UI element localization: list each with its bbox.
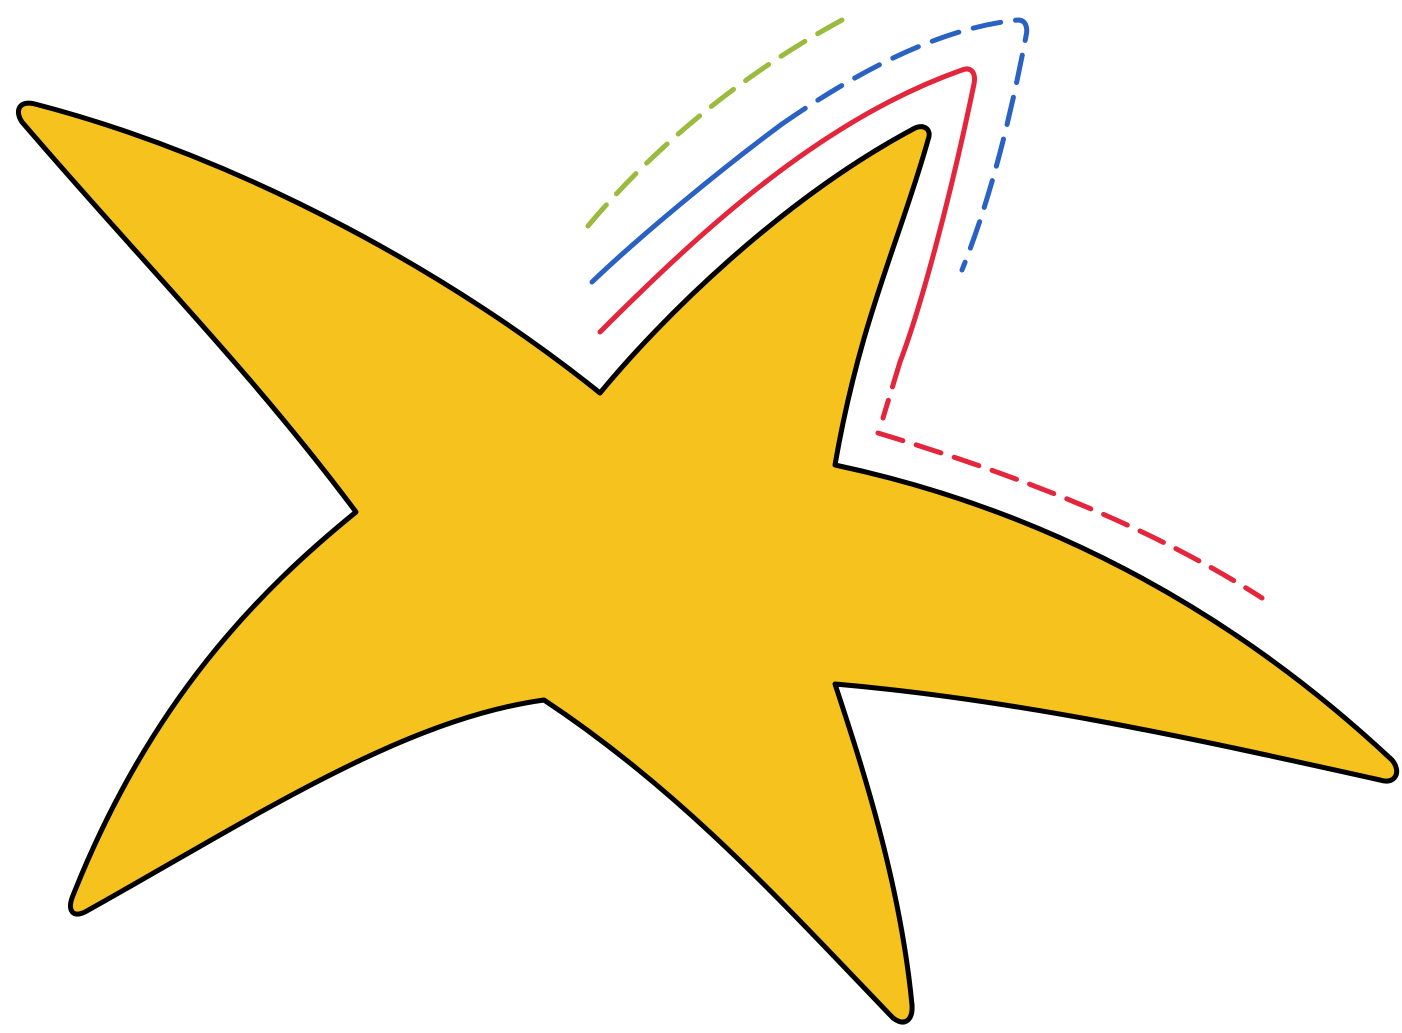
figure-canvas bbox=[0, 0, 1402, 1033]
